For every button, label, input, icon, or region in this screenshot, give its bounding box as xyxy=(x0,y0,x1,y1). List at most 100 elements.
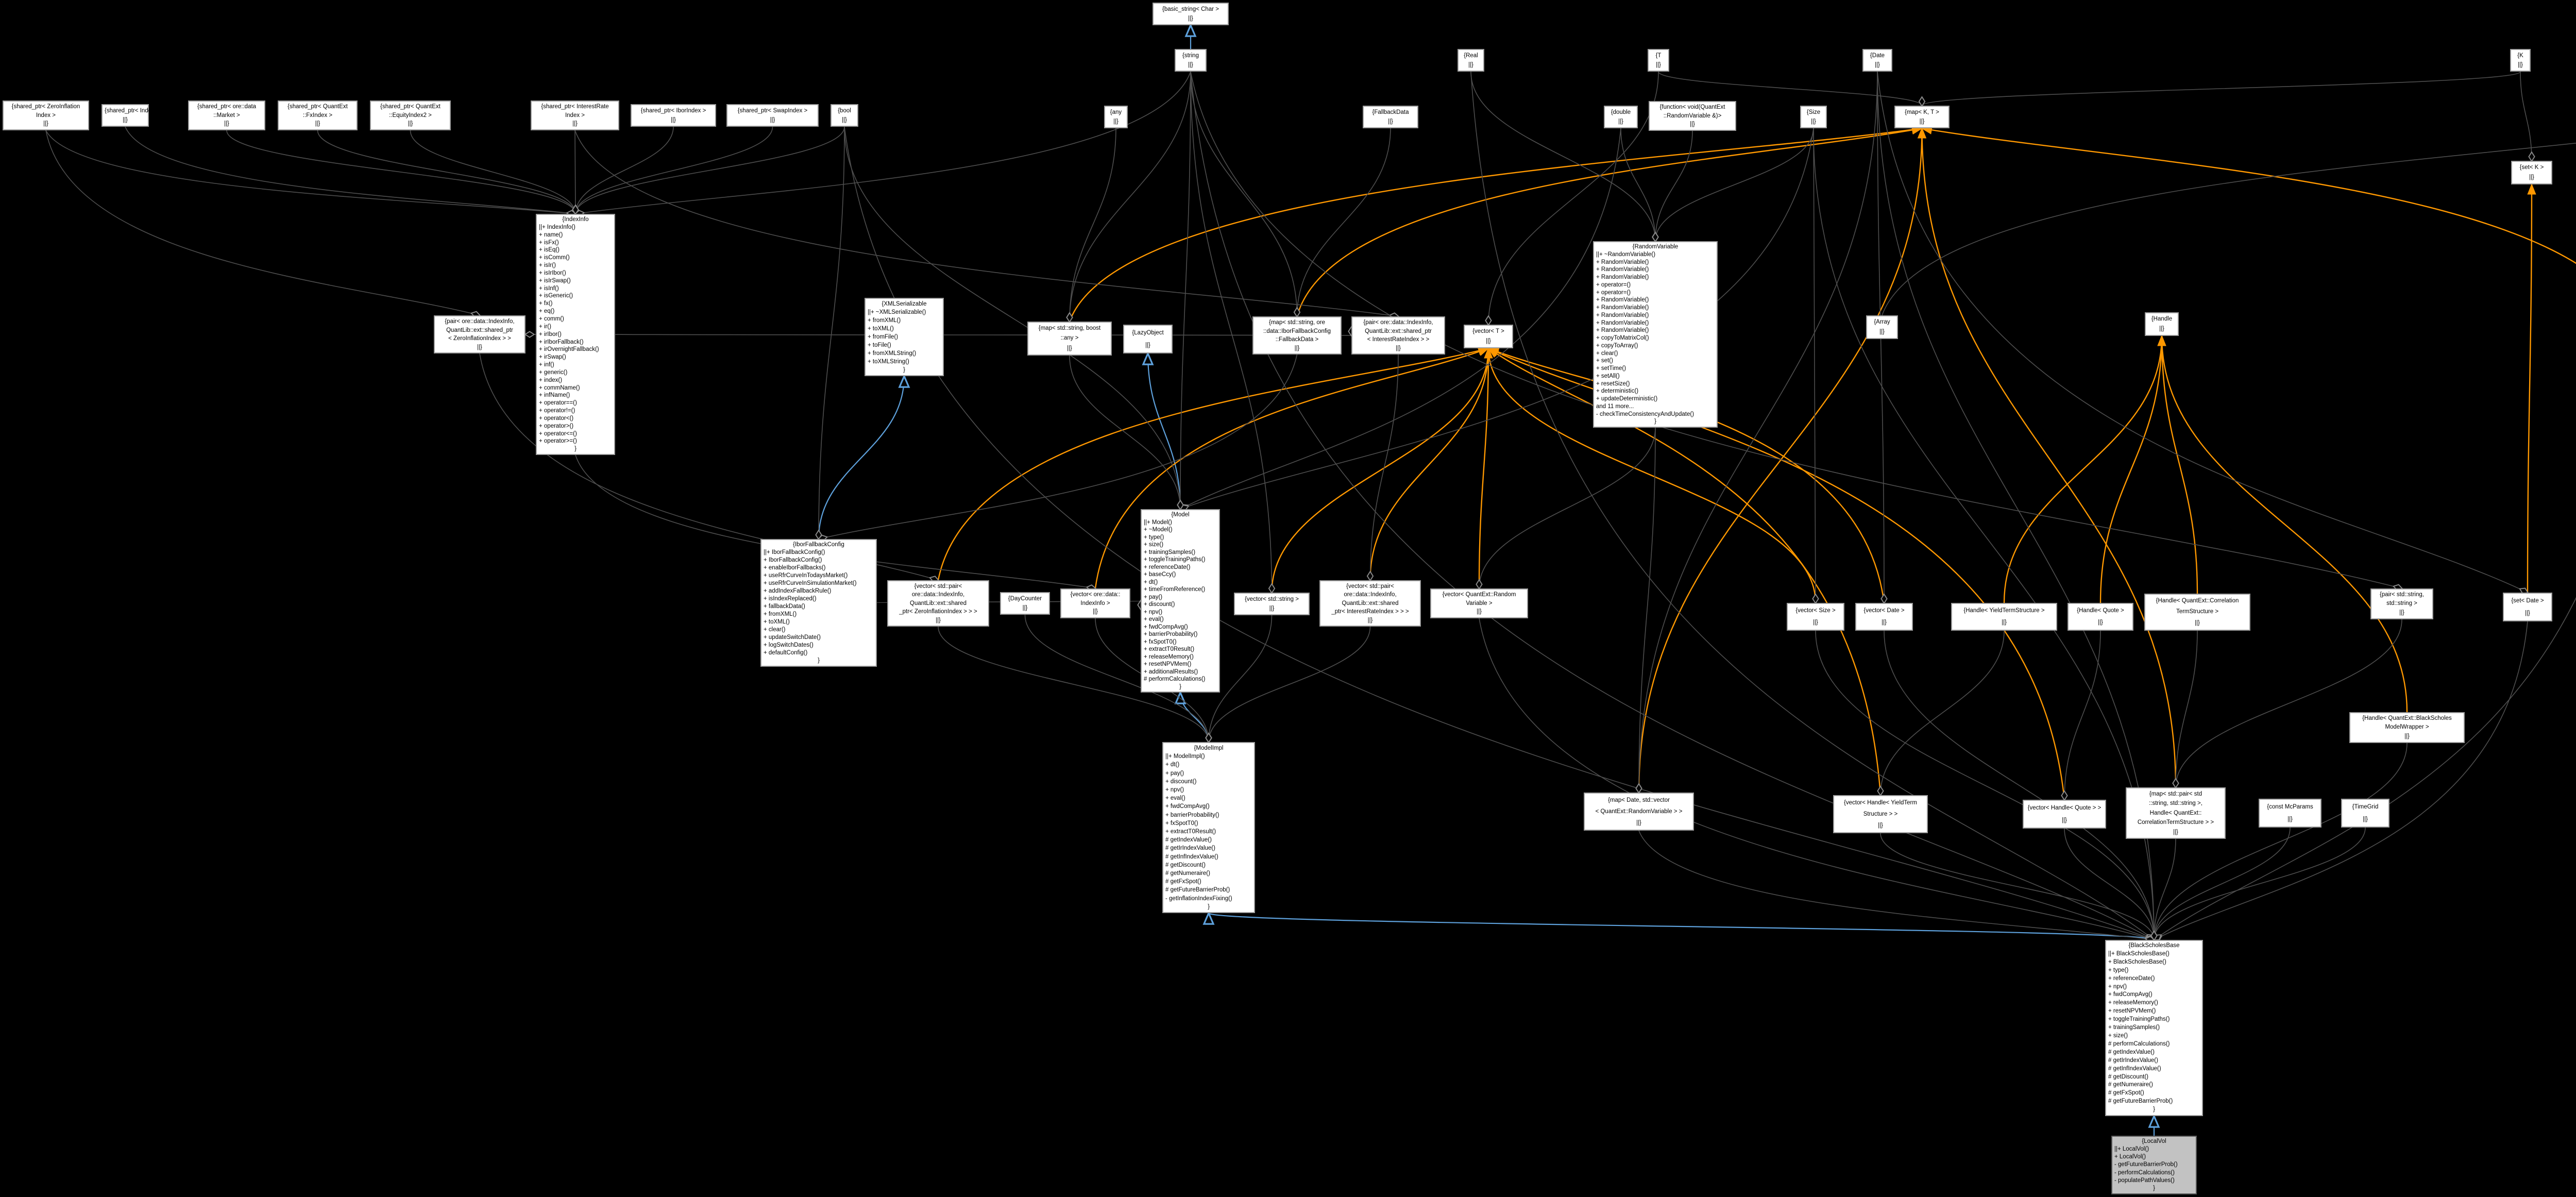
graph-node-iborfallbackconfig[interactable]: {IborFallbackConfig||+ IborFallbackConfi… xyxy=(760,539,877,667)
graph-node-handle_quote[interactable]: {Handle< Quote >||} xyxy=(2067,603,2133,631)
node-member: + commName() xyxy=(539,384,580,391)
graph-node-mapkt[interactable]: {map< K, T >||} xyxy=(1894,106,1950,128)
graph-node-sp_iborindex[interactable]: {shared_ptr< IborIndex >||} xyxy=(631,104,716,127)
graph-node-sp_market[interactable]: {shared_ptr< ore::data::Market >||} xyxy=(188,100,265,130)
node-title: {IborFallbackConfig xyxy=(793,542,844,548)
graph-node-model[interactable]: {Model||+ Model()+ ~Model()+ type()+ siz… xyxy=(1141,509,1220,693)
graph-node-sp_swapindex[interactable]: {shared_ptr< SwapIndex >||} xyxy=(726,104,819,127)
node-member: TermStructure > xyxy=(2176,609,2219,615)
node-member: + fwdCompAvg() xyxy=(2108,991,2153,998)
graph-node-date[interactable]: {Date||} xyxy=(1862,49,1892,72)
graph-node-basicstring[interactable]: {basic_string< Char >||} xyxy=(1153,3,1229,25)
node-member: + additionalResults() xyxy=(1144,668,1198,675)
graph-edge-set_date-setk xyxy=(2527,183,2536,593)
graph-node-sp_eqindex[interactable]: {shared_ptr< QuantExt::EquityIndex2 >||} xyxy=(370,100,451,130)
node-member: + ~Model() xyxy=(1144,527,1173,533)
node-member: Variable > xyxy=(1466,600,1493,606)
graph-node-lazyobject[interactable]: {LazyObject||} xyxy=(1123,325,1173,353)
node-member: ore::data::IndexInfo, xyxy=(1344,592,1397,598)
graph-node-modelimpl[interactable]: {ModelImpl||+ ModelImpl()+ dt()+ pay()+ … xyxy=(1162,742,1255,913)
graph-node-vec_date[interactable]: {vector< Date >||} xyxy=(1855,603,1913,631)
node-member: ||} xyxy=(2363,816,2368,822)
graph-edge-sp_fxindex-indexinfo xyxy=(317,130,579,215)
node-member: + inf() xyxy=(539,362,554,368)
graph-node-vector_t[interactable]: {vector< T >||} xyxy=(1464,325,1513,348)
graph-node-randomvariable[interactable]: {RandomVariable||+ ~RandomVariable()+ Ra… xyxy=(1593,241,1718,428)
graph-node-mcparams[interactable]: {const McParams||} xyxy=(2259,799,2321,828)
node-member: + eval() xyxy=(1165,795,1185,802)
graph-node-k_node[interactable]: {K||} xyxy=(2510,49,2531,72)
node-title: {set< K > xyxy=(2519,164,2544,171)
node-member: + operator=() xyxy=(1596,281,1631,288)
node-member: + size() xyxy=(1144,542,1164,548)
graph-edge-k_node-setk xyxy=(2520,71,2535,162)
graph-node-map_date_vecrv[interactable]: {map< Date, std::vector< QuantExt::Rando… xyxy=(1584,793,1694,831)
graph-node-fallbackdata[interactable]: {FallbackData||} xyxy=(1363,106,1418,128)
graph-node-function_rv[interactable]: {function< void(QuantExt::RandomVariable… xyxy=(1649,101,1736,131)
node-member: ||} xyxy=(1878,822,1883,829)
graph-node-vec_string[interactable]: {vector< std::string >||} xyxy=(1234,593,1310,615)
graph-node-t_node[interactable]: {T||} xyxy=(1648,49,1669,72)
graph-node-setk[interactable]: {set< K >||} xyxy=(2511,161,2552,184)
node-member: + ir() xyxy=(539,323,551,330)
graph-node-any[interactable]: {any||} xyxy=(1104,106,1128,128)
graph-edge-iborfallbackconfig-xmlserializable xyxy=(818,374,910,540)
graph-node-map_string_fallback[interactable]: {map< std::string, ore::data::IborFallba… xyxy=(1252,316,1342,355)
node-member: + useRfrCurveInTodaysMarket() xyxy=(764,572,848,579)
node-member: + IborFallbackConfig() xyxy=(764,557,822,563)
graph-node-timegrid[interactable]: {TimeGrid||} xyxy=(2341,799,2389,828)
graph-node-vec_pair_ir[interactable]: {vector< std::pair<ore::data::IndexInfo,… xyxy=(1319,580,1421,627)
node-member: + RandomVariable() xyxy=(1596,259,1649,265)
node-member: + releaseMemory() xyxy=(1144,653,1194,660)
graph-node-vec_size[interactable]: {vector< Size >||} xyxy=(1787,603,1844,631)
graph-node-vec_indexinfo[interactable]: {vector< ore::data::IndexInfo >||} xyxy=(1060,588,1130,618)
graph-node-set_date[interactable]: {set< Date >||} xyxy=(2503,593,2552,621)
graph-node-array[interactable]: {Array||} xyxy=(1866,315,1898,339)
graph-node-pair_irindex[interactable]: {pair< ore::data::IndexInfo,QuantLib::ex… xyxy=(1351,316,1445,355)
node-member: ||} xyxy=(224,121,229,127)
graph-node-real[interactable]: {Real||} xyxy=(1458,49,1484,72)
node-member: + isGeneric() xyxy=(539,293,573,299)
graph-node-handle_yts[interactable]: {Handle< YieldTermStructure >||} xyxy=(1951,603,2057,631)
graph-node-blackscholesbase[interactable]: {BlackScholesBase||+ BlackScholesBase()+… xyxy=(2105,940,2203,1116)
graph-node-dbl[interactable]: {double||} xyxy=(1604,106,1638,128)
graph-node-string[interactable]: {string||} xyxy=(1175,49,1207,72)
graph-node-indexinfo[interactable]: {IndexInfo||+ IndexInfo()+ name()+ isFx(… xyxy=(536,214,615,455)
node-member: ||} xyxy=(2525,610,2530,616)
graph-node-handle[interactable]: {Handle||} xyxy=(2145,312,2179,336)
graph-edge-sp_irindex-pair_irindex xyxy=(574,130,1400,319)
node-member: ||+ IndexInfo() xyxy=(539,224,575,230)
node-member: + fx() xyxy=(539,300,553,307)
node-member: + operator==() xyxy=(539,400,577,407)
node-member: ||} xyxy=(1636,820,1641,826)
graph-node-pair_ss[interactable]: {pair< std::string,std::string >||} xyxy=(2370,588,2433,619)
graph-node-sp_fxindex[interactable]: {shared_ptr< QuantExt::FxIndex >||} xyxy=(278,100,358,130)
node-member: ||} xyxy=(1919,119,1925,125)
graph-node-sp_index[interactable]: {shared_ptr< Index >||} xyxy=(101,104,160,127)
graph-node-size[interactable]: {Size||} xyxy=(1800,106,1827,128)
graph-edge-vec_size-vector_t xyxy=(1484,347,1817,603)
graph-node-map_pair_corr[interactable]: {map< std::pair< std::string, std::strin… xyxy=(2126,787,2226,839)
node-member: + RandomVariable() xyxy=(1596,266,1649,273)
graph-node-bool[interactable]: {bool||} xyxy=(831,104,858,127)
node-member: + clear() xyxy=(1596,350,1618,357)
graph-edge-map_string_any-model xyxy=(1069,355,1184,511)
node-member: + isIndexReplaced() xyxy=(764,596,817,602)
graph-node-xmlserializable[interactable]: {XMLSerializable||+ ~XMLSerializable()+ … xyxy=(865,298,944,376)
graph-node-map_string_any[interactable]: {map< std::string, boost::any >||} xyxy=(1027,322,1112,356)
node-title: {vector< ore::data:: xyxy=(1070,592,1121,598)
graph-node-pair_zeroinfl[interactable]: {pair< ore::data::IndexInfo,QuantLib::ex… xyxy=(434,315,526,353)
graph-edge-date-blackscholesbase xyxy=(1877,71,2158,941)
node-member: # getFutureBarrierProb() xyxy=(1165,887,1230,893)
graph-node-vec_pair_zero[interactable]: {vector< std::pair<ore::data::IndexInfo,… xyxy=(887,580,989,627)
graph-node-vec_handle_quote[interactable]: {vector< Handle< Quote > >||} xyxy=(2023,800,2106,829)
node-member: ::data::IborFallbackConfig xyxy=(1263,328,1331,334)
graph-node-daycounter[interactable]: {DayCounter||} xyxy=(1000,592,1050,615)
node-member: + fromFile() xyxy=(868,334,899,340)
